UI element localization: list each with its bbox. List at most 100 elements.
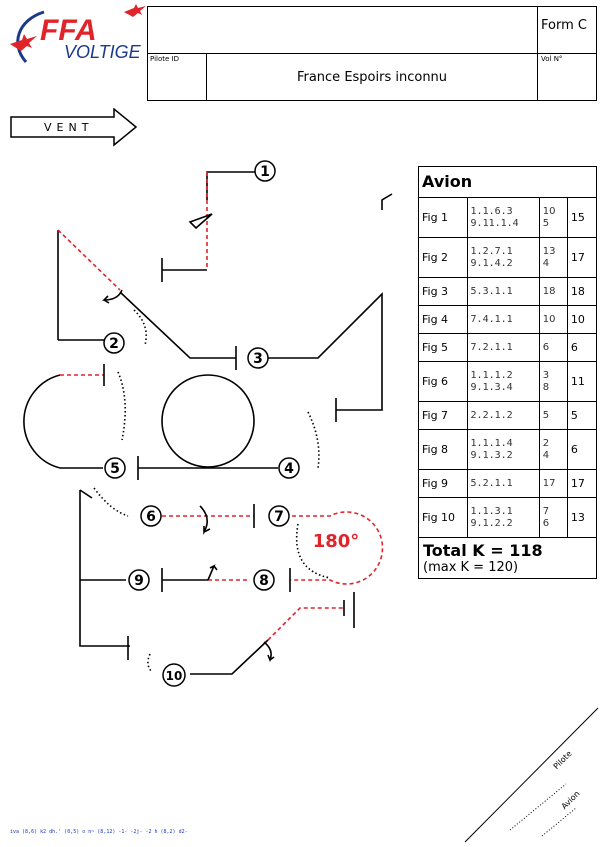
k-row-k: 6 [538, 333, 568, 362]
wind-label: VENT [44, 121, 94, 134]
k-row-figure: Fig 9 [418, 469, 468, 498]
k-row-total: 6 [566, 333, 598, 362]
fig1-roll [188, 213, 213, 230]
svg-text:8: 8 [259, 573, 269, 589]
fig1-exit [161, 258, 207, 282]
k-row-figure: Fig 4 [418, 305, 468, 334]
logo-plane-icon [124, 4, 146, 17]
k-row-total: 13 [566, 497, 598, 538]
k-row-figure: Fig 10 [418, 497, 468, 538]
svg-text:7: 7 [274, 509, 284, 525]
fig10-entry [343, 592, 355, 628]
fig7-dotted [296, 523, 331, 579]
k-row-total: 18 [566, 277, 598, 306]
flight-paths [23, 171, 393, 675]
fig-number-3: 3 [247, 347, 269, 369]
k-row-catalog: 5.2.1.1 [466, 469, 540, 498]
fig-number-1: 1 [254, 160, 276, 182]
k-row-figure: Fig 1 [418, 197, 468, 238]
k-max: (max K = 120) [423, 560, 519, 575]
k-row-figure: Fig 2 [418, 237, 468, 278]
k-row-total: 15 [566, 197, 598, 238]
fig4-base [137, 456, 278, 480]
header-box [147, 6, 597, 101]
fig10-path [190, 639, 269, 675]
svg-text:6: 6 [146, 509, 156, 525]
k-row-figure: Fig 5 [418, 333, 468, 362]
fig-number-9: 9 [128, 569, 150, 591]
logo-swoosh [16, 10, 45, 63]
rotation-label: 180° [313, 531, 360, 552]
fig3-path [119, 291, 383, 422]
fig-number-4: 4 [278, 457, 300, 479]
svg-text:9: 9 [134, 573, 144, 589]
k-row-total: 10 [566, 305, 598, 334]
k-row-k: 17 [538, 469, 568, 498]
fig6-roll-icon [199, 505, 211, 536]
fig8-roll-icon [207, 564, 218, 581]
svg-text:4: 4 [284, 461, 294, 477]
svg-text:10: 10 [166, 669, 183, 683]
logo-text-bottom: VOLTIGE [64, 42, 142, 62]
k-row-total: 6 [566, 429, 598, 470]
figure-numbers: 1 2 3 4 5 6 7 8 9 10 [103, 160, 300, 687]
k-row-figure: Fig 3 [418, 277, 468, 306]
fig-number-6: 6 [140, 505, 162, 527]
signature-area [464, 707, 599, 843]
k-row-total: 5 [566, 401, 598, 430]
k-row-k: 5 [538, 401, 568, 430]
footer-sequence-code: iva (8,6) k2 dh.' (0,5) o n~ (8,12) -1- … [10, 829, 188, 835]
logo-plane-icon [10, 34, 37, 51]
svg-text:1: 1 [260, 164, 270, 180]
k-row-total: 17 [566, 237, 598, 278]
svg-text:3: 3 [253, 351, 263, 367]
vol-number-label: Vol N° [541, 55, 563, 63]
aresti-sequence-diagram: 1 2 3 4 5 6 7 8 9 10 180° [23, 160, 393, 687]
k-row-catalog: 7.2.1.1 [466, 333, 540, 362]
k-row-figure: Fig 8 [418, 429, 468, 470]
k-row-k: 10 [538, 305, 568, 334]
pilote-id-label: Pilote ID [150, 55, 179, 63]
svg-text:5: 5 [110, 461, 120, 477]
k-row-total: 11 [566, 361, 598, 402]
k-row-catalog: 5.3.1.1 [466, 277, 540, 306]
fig6-dotted [93, 487, 129, 517]
fig5-dotted [117, 371, 126, 441]
fig4-dotted [307, 411, 320, 469]
fig-number-5: 5 [104, 457, 126, 479]
k-row-k: 18 [538, 277, 568, 306]
fig-number-7: 7 [268, 505, 290, 527]
k-table-title: Avion [418, 166, 597, 198]
ffa-voltige-logo: FFA VOLTIGE [10, 4, 146, 63]
pilot-name: France Espoirs inconnu [296, 70, 448, 85]
fig3-tail [381, 193, 393, 210]
k-row-catalog: 2.2.1.2 [466, 401, 540, 430]
fig-number-10: 10 [162, 663, 186, 687]
k-row-figure: Fig 7 [418, 401, 468, 430]
fig5-loop [23, 374, 103, 469]
form-label: Form C [541, 18, 587, 33]
k-total: Total K = 118 [423, 541, 543, 560]
fig10-roll-icon [263, 641, 275, 663]
fig-number-8: 8 [253, 569, 275, 591]
fig2-arrow-icon [102, 289, 123, 304]
k-row-figure: Fig 6 [418, 361, 468, 402]
